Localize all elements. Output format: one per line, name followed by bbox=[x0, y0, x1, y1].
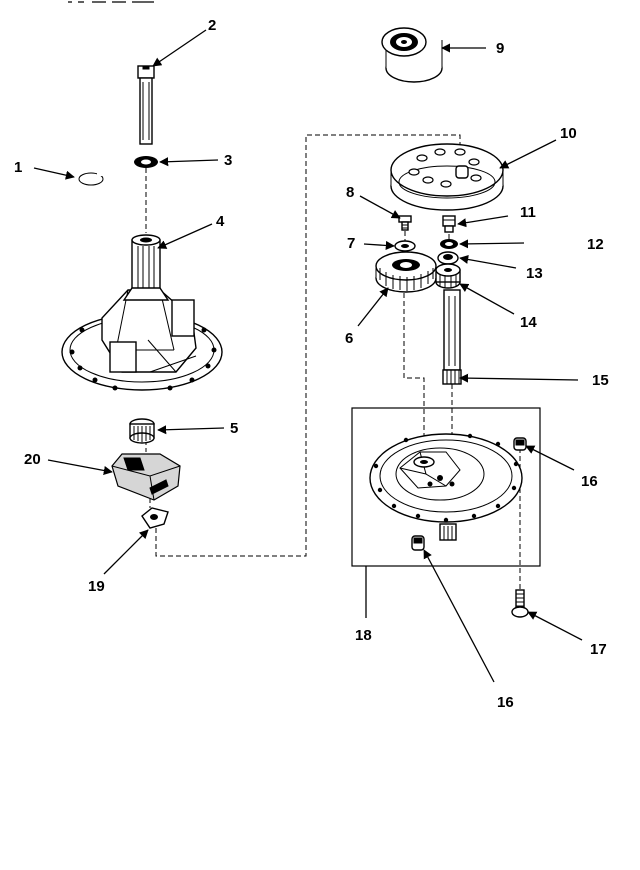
part-3-washer bbox=[134, 156, 158, 168]
part-1-retaining-ring bbox=[78, 170, 104, 186]
callout-6: 6 bbox=[345, 330, 353, 347]
callout-14: 14 bbox=[520, 314, 537, 331]
callout-12: 12 bbox=[587, 236, 604, 253]
part-2-shaft bbox=[137, 65, 155, 145]
part-15-shaft bbox=[442, 289, 462, 385]
part-6-large-gear bbox=[375, 251, 437, 293]
part-11-bolt bbox=[442, 215, 456, 233]
callout-9: 9 bbox=[496, 40, 504, 57]
part-10-pulley bbox=[390, 143, 504, 211]
callout-7: 7 bbox=[347, 235, 355, 252]
callout-11: 11 bbox=[520, 204, 536, 221]
part-12-washer bbox=[440, 239, 458, 249]
part-16-plug-lower bbox=[411, 535, 425, 551]
callout-8: 8 bbox=[346, 184, 354, 201]
callout-2: 2 bbox=[208, 17, 216, 34]
callout-4: 4 bbox=[216, 213, 225, 230]
callout-20: 20 bbox=[24, 451, 41, 468]
part-19-nut bbox=[141, 507, 169, 529]
part-14-small-gear bbox=[435, 263, 461, 289]
callout-13: 13 bbox=[526, 265, 543, 282]
callout-16-upper: 16 bbox=[581, 473, 598, 490]
part-17-screw bbox=[511, 589, 529, 618]
part-5-pinion-gear bbox=[129, 418, 155, 444]
part-8-screw bbox=[398, 215, 412, 231]
part-13-spacer bbox=[437, 251, 459, 265]
callout-labels: 1 2 3 4 5 6 7 8 9 10 11 12 13 14 15 16 1… bbox=[14, 17, 609, 711]
callout-19: 19 bbox=[88, 578, 105, 595]
callout-3: 3 bbox=[224, 152, 232, 169]
part-9-hub bbox=[381, 27, 443, 83]
callout-15: 15 bbox=[592, 372, 609, 389]
callout-5: 5 bbox=[230, 420, 238, 437]
leader-lines bbox=[33, 29, 583, 683]
part-16-plug-upper bbox=[513, 437, 527, 451]
part-18-cover-plate-assembly bbox=[351, 407, 541, 567]
callout-18: 18 bbox=[355, 627, 372, 644]
part-20-block bbox=[111, 453, 181, 501]
part-7-washer bbox=[394, 240, 416, 252]
callout-10: 10 bbox=[560, 125, 577, 142]
callout-1: 1 bbox=[14, 159, 22, 176]
callout-17: 17 bbox=[590, 641, 607, 658]
part-4-transmission-housing bbox=[61, 234, 223, 391]
callout-16-lower: 16 bbox=[497, 694, 514, 711]
